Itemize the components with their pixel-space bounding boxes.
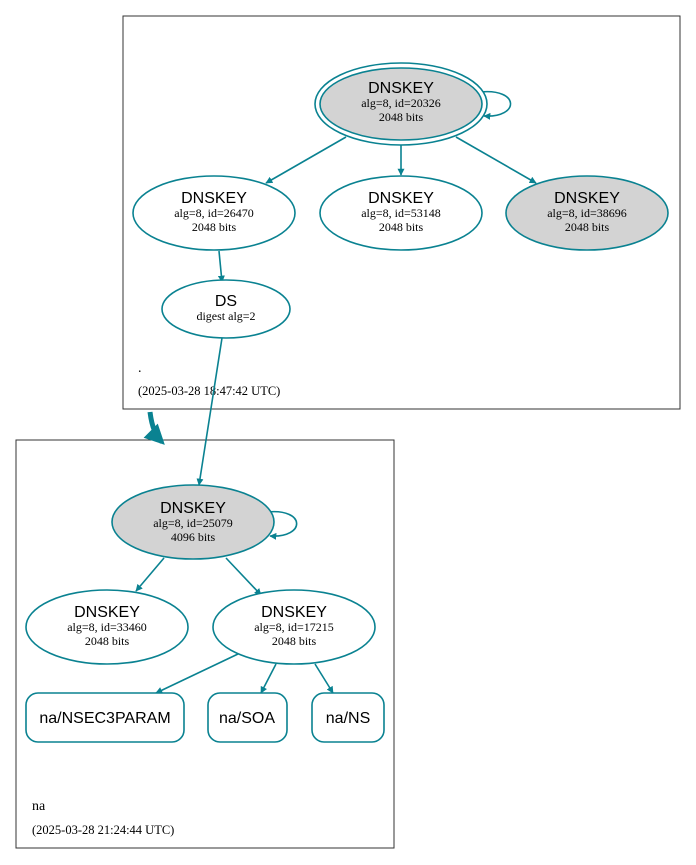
node-dnskey-33460[interactable]: DNSKEY alg=8, id=33460 2048 bits bbox=[25, 589, 189, 665]
rrset-nsec3param[interactable]: na/NSEC3PARAM bbox=[25, 692, 185, 743]
node-title: DNSKEY bbox=[368, 80, 434, 97]
na-edges bbox=[135, 510, 334, 694]
zone-root-name: . bbox=[138, 361, 142, 376]
node-alg-id: alg=8, id=25079 bbox=[153, 516, 233, 530]
edge-17215-to-ns bbox=[314, 663, 334, 694]
edge-17215-to-nsec3param bbox=[155, 653, 239, 694]
rrset-label: na/SOA bbox=[219, 710, 275, 727]
node-dnskey-26470[interactable]: DNSKEY alg=8, id=26470 2048 bits bbox=[132, 175, 296, 251]
edge-ksk-to-38696 bbox=[455, 136, 537, 184]
edge-26470-to-ds bbox=[217, 250, 225, 283]
zone-na-name: na bbox=[32, 799, 46, 814]
node-dnskey-20326[interactable]: DNSKEY alg=8, id=20326 2048 bits bbox=[314, 62, 488, 146]
rrset-ns[interactable]: na/NS bbox=[311, 692, 385, 743]
edge-25079-self bbox=[266, 510, 298, 540]
zone-na-timestamp: (2025-03-28 21:24:44 UTC) bbox=[32, 823, 174, 837]
edge-25079-to-33460 bbox=[135, 557, 165, 592]
node-title: DNSKEY bbox=[554, 190, 620, 207]
rrset-label: na/NS bbox=[326, 710, 370, 727]
node-bits: 2048 bits bbox=[379, 220, 424, 234]
node-bits: 2048 bits bbox=[272, 634, 317, 648]
node-bits: 2048 bits bbox=[192, 220, 237, 234]
node-title: DNSKEY bbox=[261, 604, 327, 621]
node-bits: 2048 bits bbox=[85, 634, 130, 648]
node-title: DNSKEY bbox=[368, 190, 434, 207]
node-title: DS bbox=[215, 293, 237, 310]
edge-ksk-to-26470 bbox=[265, 136, 347, 184]
edge-ksk-self bbox=[479, 90, 512, 120]
root-edges bbox=[217, 90, 537, 283]
node-alg-id: alg=8, id=26470 bbox=[174, 206, 254, 220]
node-alg-id: alg=8, id=38696 bbox=[547, 206, 627, 220]
zone-root-box bbox=[122, 15, 681, 410]
delegation-edge bbox=[143, 411, 165, 445]
node-dnskey-38696[interactable]: DNSKEY alg=8, id=38696 2048 bits bbox=[505, 175, 669, 251]
rrset-label: na/NSEC3PARAM bbox=[39, 710, 170, 727]
zone-root-timestamp: (2025-03-28 18:47:42 UTC) bbox=[138, 384, 280, 398]
node-bits: 2048 bits bbox=[379, 110, 424, 124]
node-ds[interactable]: DS digest alg=2 bbox=[161, 279, 291, 339]
node-dnskey-25079[interactable]: DNSKEY alg=8, id=25079 4096 bits bbox=[111, 484, 275, 560]
node-bits: 2048 bits bbox=[565, 220, 610, 234]
node-title: DNSKEY bbox=[74, 604, 140, 621]
node-alg-id: alg=8, id=17215 bbox=[254, 620, 334, 634]
node-alg-id: alg=8, id=33460 bbox=[67, 620, 147, 634]
node-alg-id: alg=8, id=20326 bbox=[361, 96, 441, 110]
node-title: DNSKEY bbox=[181, 190, 247, 207]
edge-17215-to-soa bbox=[260, 663, 277, 694]
node-alg-id: alg=8, id=53148 bbox=[361, 206, 441, 220]
node-dnskey-53148[interactable]: DNSKEY alg=8, id=53148 2048 bits bbox=[319, 175, 483, 251]
edge-25079-to-17215 bbox=[225, 557, 262, 596]
rrset-soa[interactable]: na/SOA bbox=[207, 692, 288, 743]
node-dnskey-17215[interactable]: DNSKEY alg=8, id=17215 2048 bits bbox=[212, 589, 376, 665]
node-digest: digest alg=2 bbox=[196, 309, 255, 323]
zone-na-box bbox=[15, 439, 395, 849]
edge-ds-to-25079 bbox=[196, 337, 223, 486]
node-bits: 4096 bits bbox=[171, 530, 216, 544]
node-title: DNSKEY bbox=[160, 500, 226, 517]
